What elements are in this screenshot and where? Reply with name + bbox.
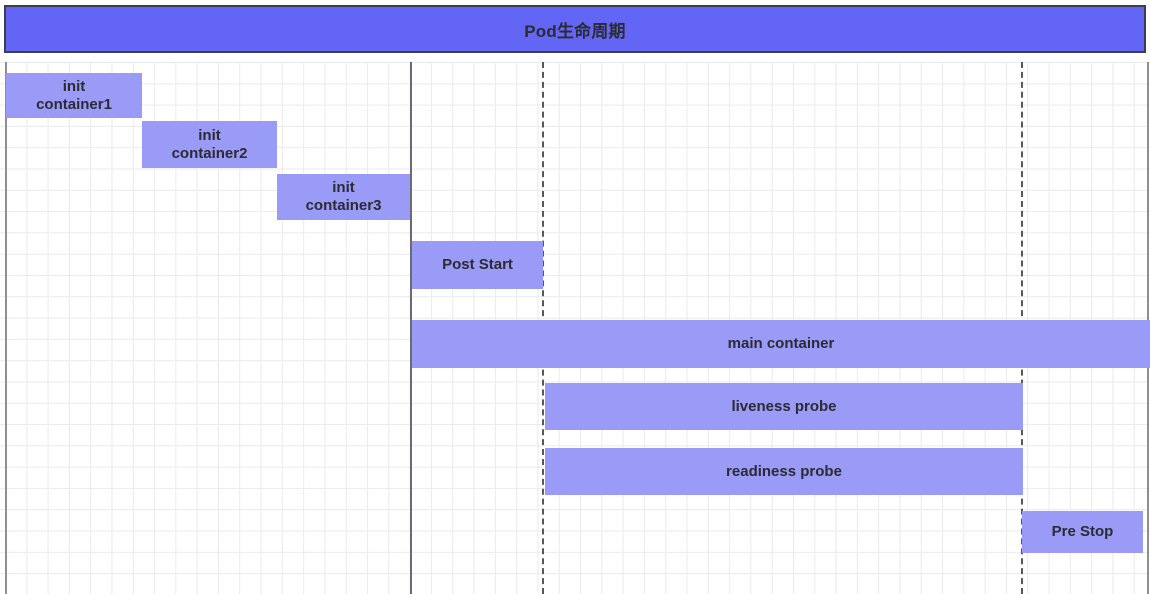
diagram-title-bar: Pod生命周期 bbox=[4, 5, 1146, 53]
phase-bar-init-container-1[interactable]: init container1 bbox=[6, 73, 142, 118]
phase-bar-init-container-2[interactable]: init container2 bbox=[142, 121, 277, 168]
phase-bar-readiness-probe[interactable]: readiness probe bbox=[545, 448, 1023, 495]
phase-bar-pre-stop[interactable]: Pre Stop bbox=[1022, 511, 1143, 553]
init-containers-end-line bbox=[410, 62, 412, 594]
phase-bar-post-start[interactable]: Post Start bbox=[412, 241, 543, 289]
page-title: Pod生命周期 bbox=[524, 21, 626, 41]
phase-bar-main-container[interactable]: main container bbox=[412, 320, 1150, 368]
phase-bar-init-container-3[interactable]: init container3 bbox=[277, 174, 410, 220]
phase-bar-liveness-probe[interactable]: liveness probe bbox=[545, 383, 1023, 430]
timeline-left-border bbox=[5, 62, 7, 594]
